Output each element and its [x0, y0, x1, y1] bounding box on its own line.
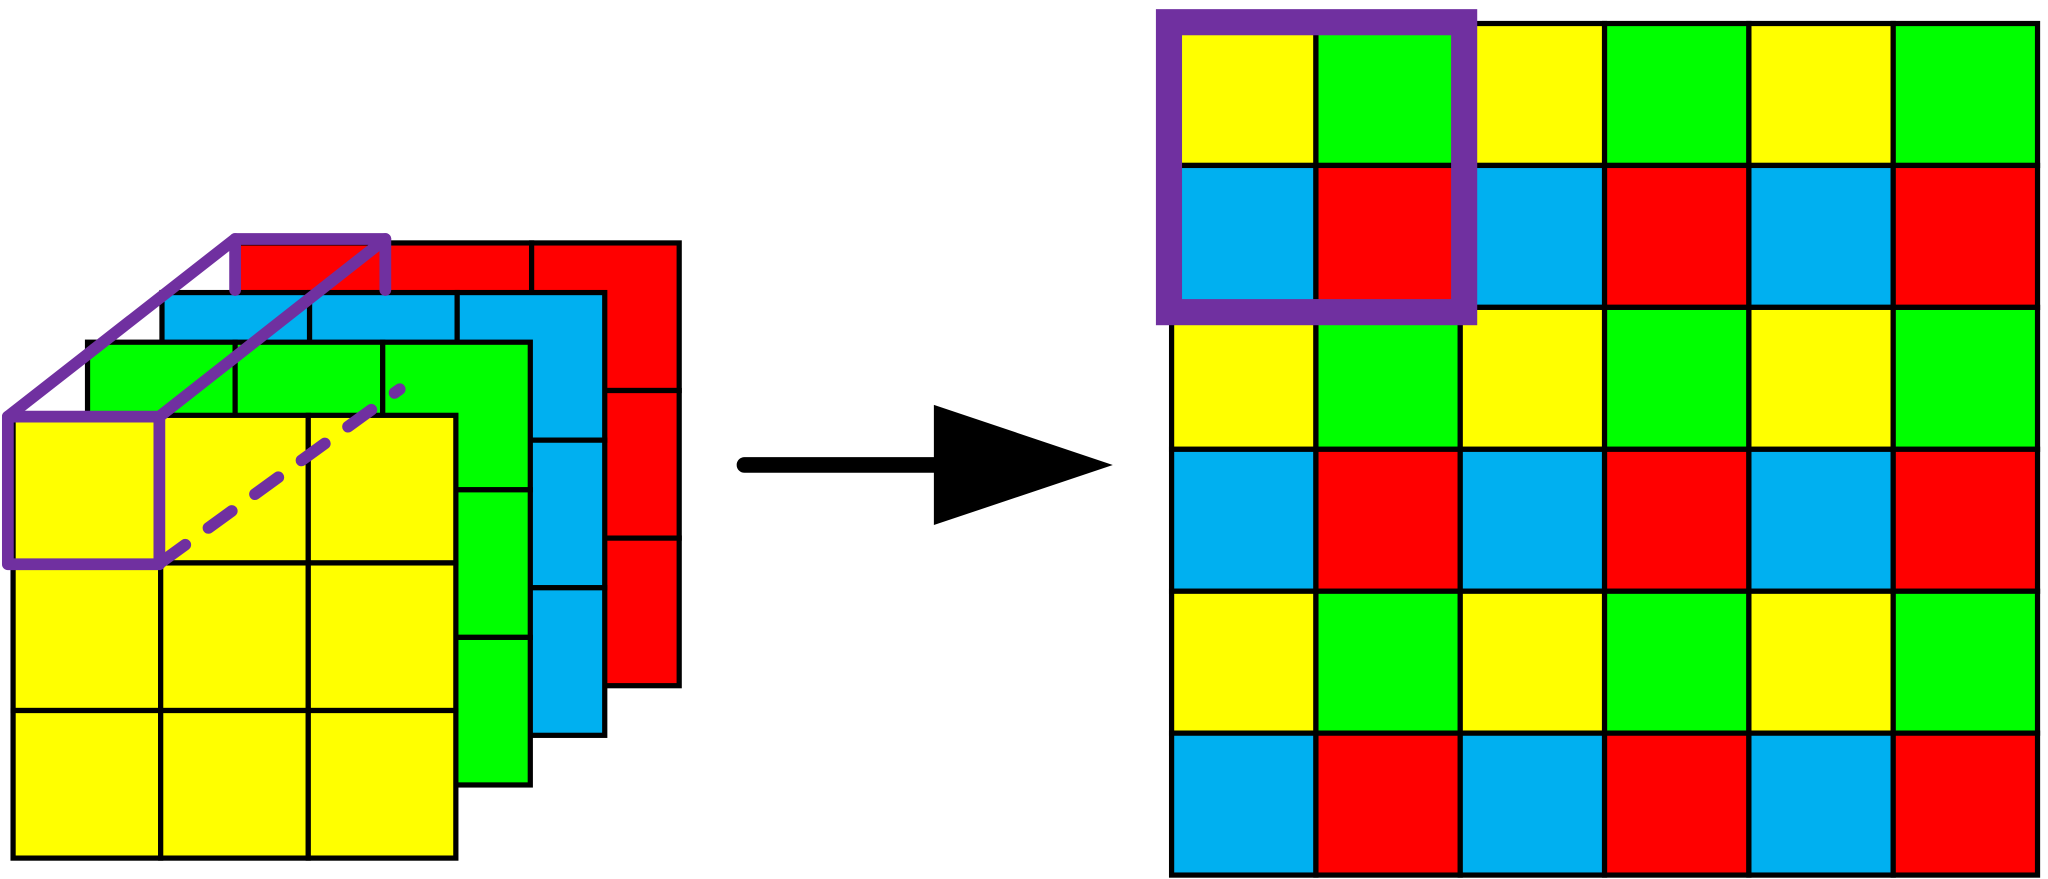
output-cell-blue: [1746, 162, 1896, 310]
input-cell: [158, 707, 311, 861]
input-cell: [158, 412, 311, 566]
output-cell-red: [1890, 162, 2041, 310]
output-cell-green: [1601, 304, 1752, 452]
output-cell-red: [1313, 730, 1463, 878]
input-cell: [10, 560, 164, 714]
input-cell: [305, 707, 459, 861]
output-cell-red: [1601, 446, 1752, 594]
output-cell-red: [1890, 446, 2041, 594]
output-cell-green: [1313, 588, 1463, 736]
input-channel-stack: [10, 240, 682, 861]
output-grid: [1168, 20, 2041, 878]
output-cell-red: [1601, 730, 1752, 878]
output-cell-yellow: [1168, 304, 1319, 452]
output-cell-green: [1313, 304, 1463, 452]
output-cell-yellow: [1746, 304, 1896, 452]
output-cell-blue: [1457, 162, 1608, 310]
arrow-right-icon: [736, 404, 1113, 526]
input-cell: [158, 560, 311, 714]
arrow-head: [933, 404, 1113, 526]
output-cell-blue: [1168, 446, 1319, 594]
output-cell-yellow: [1457, 20, 1608, 169]
output-cell-yellow: [1168, 20, 1319, 169]
output-cell-yellow: [1457, 304, 1608, 452]
output-cell-green: [1601, 20, 1752, 169]
channel-layer-yellow: [10, 412, 459, 861]
output-cell-blue: [1457, 446, 1608, 594]
input-cell: [305, 560, 459, 714]
input-cell: [305, 412, 459, 566]
output-cell-green: [1601, 588, 1752, 736]
output-cell-red: [1890, 730, 2041, 878]
output-cell-red: [1313, 162, 1463, 310]
output-cell-green: [1890, 304, 2041, 452]
output-cell-blue: [1168, 162, 1319, 310]
output-cell-blue: [1746, 446, 1896, 594]
output-cell-blue: [1457, 730, 1608, 878]
output-cell-yellow: [1746, 588, 1896, 736]
cube-top-face: [1, 233, 392, 423]
output-cell-yellow: [1168, 588, 1319, 736]
output-cell-green: [1890, 20, 2041, 169]
cube-front-face: [1, 410, 166, 571]
output-cell-yellow: [1457, 588, 1608, 736]
input-cell: [10, 707, 164, 861]
highlight-cube: [1, 233, 406, 571]
output-cell-blue: [1746, 730, 1896, 878]
output-cell-red: [1313, 446, 1463, 594]
input-cell: [10, 412, 164, 566]
output-cell-blue: [1168, 730, 1319, 878]
output-highlight-square: [1155, 9, 1478, 326]
output-cell-red: [1601, 162, 1752, 310]
highlight-square: [1155, 9, 1478, 326]
output-cell-yellow: [1746, 20, 1896, 169]
cube-hidden-edge: [156, 383, 406, 568]
output-cell-green: [1313, 20, 1463, 169]
output-cell-green: [1890, 588, 2041, 736]
